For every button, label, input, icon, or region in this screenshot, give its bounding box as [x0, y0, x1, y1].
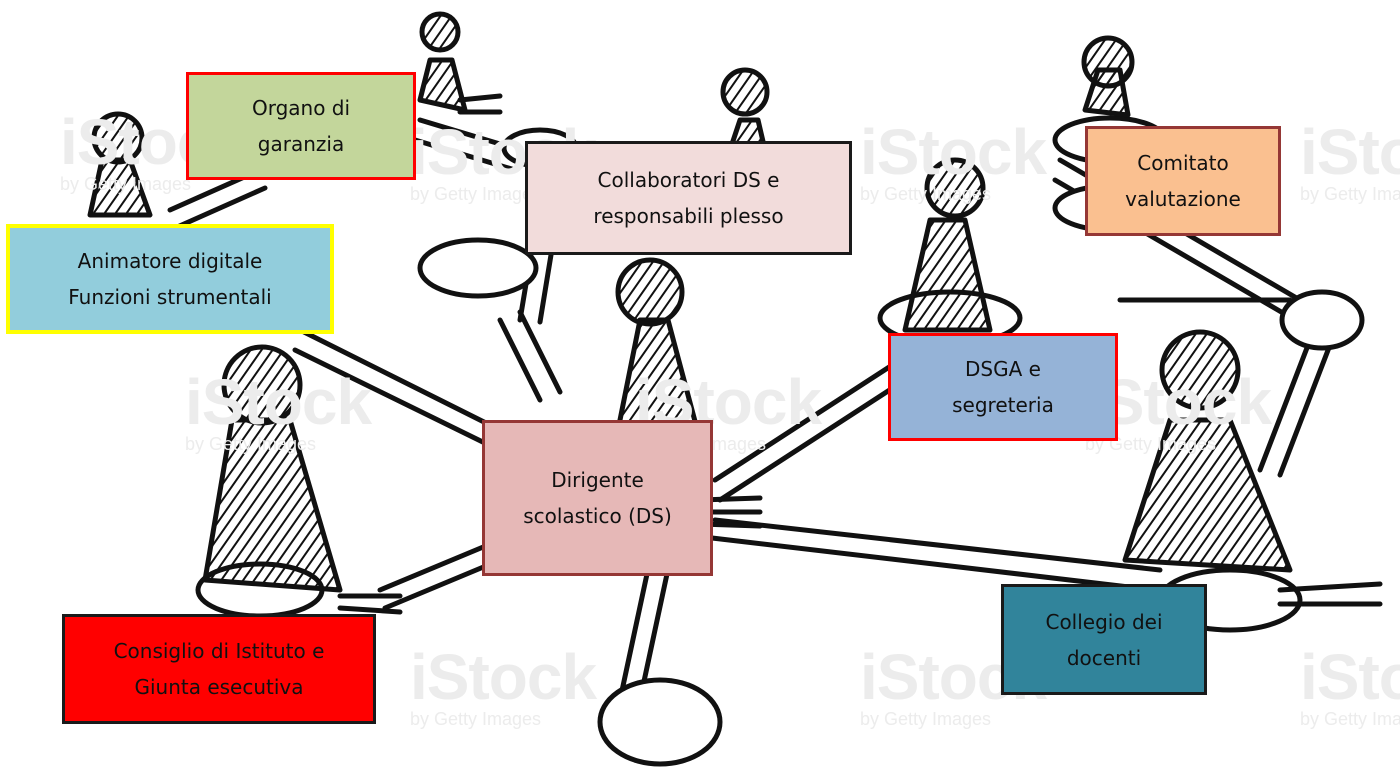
- node-comitato-valutazione: Comitato valutazione: [1085, 126, 1281, 236]
- node-label-line1: Comitato: [1137, 151, 1229, 175]
- node-label-line2: garanzia: [257, 132, 345, 156]
- node-label-line1: Animatore digitale: [77, 249, 263, 273]
- node-label-line1: DSGA e: [965, 357, 1041, 381]
- node-collegio-dei-docenti: Collegio dei docenti: [1001, 584, 1207, 695]
- node-organo-di-garanzia: Organo di garanzia: [186, 72, 416, 180]
- node-label-line1: Collegio dei: [1045, 609, 1163, 634]
- node-label-line1: Organo di: [251, 96, 351, 120]
- node-label-line2: Funzioni strumentali: [68, 285, 272, 309]
- node-label-line2: segreteria: [952, 393, 1054, 417]
- node-label-line1: Dirigente: [551, 468, 644, 492]
- node-label-line2: Giunta esecutiva: [134, 675, 304, 699]
- node-collaboratori-ds: Collaboratori DS e responsabili plesso: [525, 141, 852, 255]
- node-label-line2: docenti: [1066, 645, 1142, 670]
- node-label-line2: scolastico (DS): [523, 504, 672, 528]
- node-dirigente-scolastico: Dirigente scolastico (DS): [482, 420, 713, 576]
- node-consiglio-di-istituto: Consiglio di Istituto e Giunta esecutiva: [62, 614, 376, 724]
- node-label-line1: Collaboratori DS e: [597, 168, 780, 192]
- node-label-line2: responsabili plesso: [593, 204, 784, 228]
- node-label-line2: valutazione: [1125, 187, 1241, 211]
- node-label-line1: Consiglio di Istituto e: [113, 639, 325, 663]
- node-dsga-segreteria: DSGA e segreteria: [888, 333, 1118, 441]
